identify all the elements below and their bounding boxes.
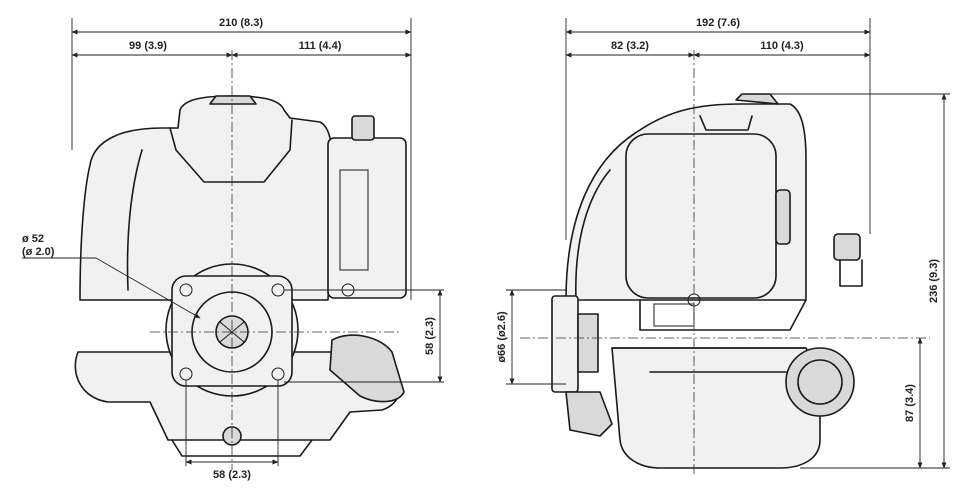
dim-side-shaft-dia: ø66 (ø2.6) (496, 289, 566, 385)
dim-front-bolt-v-label: 58 (2.3) (424, 317, 436, 355)
side-center-lines (520, 50, 930, 476)
dim-side-height-label: 236 (9.3) (928, 259, 940, 303)
front-foot (171, 439, 313, 457)
side-carb-area (639, 299, 807, 331)
side-carb-block (653, 303, 695, 327)
dim-side-shaft-height-label: 87 (3.4) (904, 384, 916, 422)
side-choke-knob (833, 233, 861, 261)
dim-side-overall-label: 192 (7.6) (696, 17, 740, 29)
side-oil-cap (785, 347, 855, 417)
dim-side-right-label: 110 (4.3) (760, 40, 804, 52)
dim-front-bolt-v: 58 (2.3) (284, 289, 444, 383)
dim-front-split: 99 (3.9) 111 (4.4) (71, 40, 412, 58)
dim-front-bore-label-1: ø 52 (22, 233, 44, 245)
dim-front-right-label: 111 (4.4) (299, 40, 342, 52)
side-top-detail (699, 115, 753, 131)
dim-side-shaft-height: 87 (3.4) (904, 337, 923, 469)
side-flange (551, 295, 579, 393)
front-tank-cap (351, 115, 375, 141)
dim-front-overall: 210 (8.3) (71, 17, 412, 300)
side-muffler (565, 391, 613, 437)
side-choke-stem (839, 259, 863, 287)
dim-side-split: 82 (3.2) 110 (4.3) (565, 40, 871, 58)
front-muffler (329, 334, 405, 403)
side-crankcase (611, 347, 821, 469)
front-carb (339, 169, 369, 271)
front-side-line (126, 149, 143, 291)
front-view-engine (74, 95, 407, 457)
side-tank-fitting (775, 189, 791, 245)
dim-front-bolt-h-label: 58 (2.3) (213, 469, 251, 481)
side-fuel-tank (625, 133, 777, 299)
front-center-lines (150, 50, 400, 470)
dim-front-overall-label: 210 (8.3) (219, 17, 263, 29)
side-top-grip (735, 93, 779, 105)
side-oil-cap-inner (797, 359, 843, 405)
dim-side-shaft-dia-label: ø66 (ø2.6) (496, 311, 508, 363)
dim-front-left-label: 99 (3.9) (129, 40, 167, 52)
dim-side-height: 236 (9.3) (770, 93, 950, 469)
front-housing (79, 95, 334, 301)
dim-front-bore-label-2: (ø 2.0) (22, 246, 55, 258)
front-hood-line (169, 119, 293, 183)
side-housing-line (575, 169, 611, 301)
dim-front-bore: ø 52 (ø 2.0) (22, 233, 201, 319)
side-view-engine (551, 93, 863, 469)
dim-front-bolt-h: 58 (2.3) (185, 380, 279, 481)
flange-bolt-tl (179, 283, 193, 297)
front-top-cap (209, 95, 257, 105)
side-flange-collar (577, 313, 599, 373)
dim-side-left-label: 82 (3.2) (611, 40, 649, 52)
